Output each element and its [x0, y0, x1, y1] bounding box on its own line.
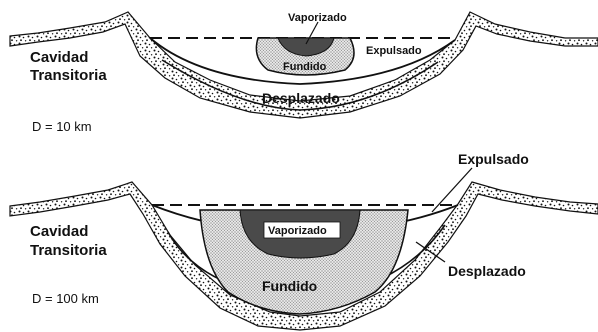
ejected-label: Expulsado	[366, 45, 422, 57]
diameter-label: D = 100 km	[32, 291, 99, 306]
panel-large-crater: Cavidad Transitoria D = 100 km Vaporizad…	[10, 151, 598, 330]
vaporized-label: Vaporizado	[268, 225, 327, 237]
displaced-label: Desplazado	[448, 263, 526, 279]
vaporized-label: Vaporizado	[288, 12, 347, 24]
cavity-title-line1: Cavidad	[30, 49, 88, 66]
diameter-label: D = 10 km	[32, 119, 92, 134]
cavity-title-line2: Transitoria	[30, 242, 107, 259]
panel-small-crater: Cavidad Transitoria D = 10 km Vaporizado…	[10, 12, 598, 134]
cavity-title-line1: Cavidad	[30, 223, 88, 240]
ejected-label: Expulsado	[458, 151, 529, 167]
melt-label: Fundido	[262, 278, 317, 294]
displaced-label: Desplazado	[262, 90, 340, 106]
melt-label: Fundido	[283, 61, 327, 73]
cavity-title-line2: Transitoria	[30, 67, 107, 84]
